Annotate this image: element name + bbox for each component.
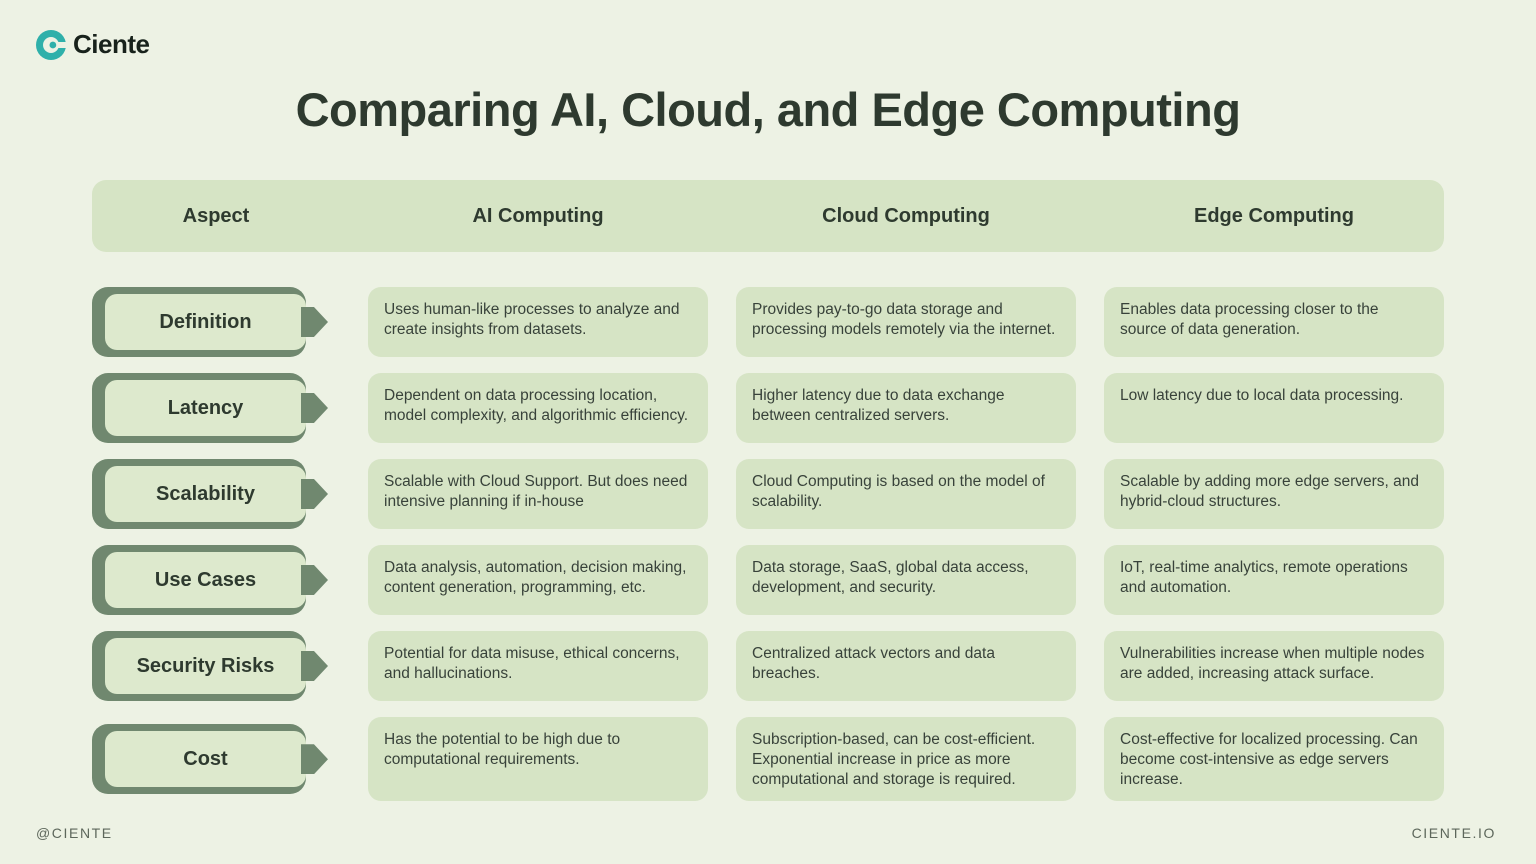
footer-handle: @CIENTE [36, 825, 113, 841]
arrow-right-icon [301, 565, 328, 595]
arrow-right-icon [301, 744, 328, 775]
cell-scalability-edge: Scalable by adding more edge servers, an… [1104, 459, 1444, 529]
table-row-latency: Latency Dependent on data processing loc… [92, 373, 1444, 443]
arrow-right-icon [301, 479, 328, 509]
column-header-ai-computing: AI Computing [472, 204, 604, 227]
ciente-logo-icon [36, 29, 66, 60]
column-header-aspect: Aspect [182, 204, 250, 227]
aspect-label: Security Risks [105, 638, 306, 694]
page-title: Comparing AI, Cloud, and Edge Computing [295, 83, 1241, 136]
aspect-label: Definition [105, 294, 306, 350]
table-row-definition: Definition Uses human-like processes to … [92, 287, 1444, 357]
table-row-security-risks: Security Risks Potential for data misuse… [92, 631, 1444, 701]
table-row-scalability: Scalability Scalable with Cloud Support.… [92, 459, 1444, 529]
cell-security-risks-ai: Potential for data misuse, ethical conce… [368, 631, 708, 701]
table-row-cost: Cost Has the potential to be high due to… [92, 717, 1444, 802]
table-header-row: Aspect AI Computing Cloud Computing Edge… [92, 180, 1444, 252]
arrow-right-icon [301, 393, 328, 423]
aspect-button-definition: Definition [92, 287, 328, 357]
cell-use-cases-edge: IoT, real-time analytics, remote operati… [1104, 545, 1444, 615]
cell-scalability-ai: Scalable with Cloud Support. But does ne… [368, 459, 708, 529]
aspect-button-cost: Cost [92, 724, 328, 795]
cell-latency-edge: Low latency due to local data processing… [1104, 373, 1444, 443]
cell-cost-ai: Has the potential to be high due to comp… [368, 717, 708, 802]
aspect-label: Use Cases [105, 552, 306, 608]
aspect-label: Scalability [105, 466, 306, 522]
brand-logo: Ciente [36, 29, 150, 60]
cell-security-risks-cloud: Centralized attack vectors and data brea… [736, 631, 1076, 701]
arrow-right-icon [301, 651, 328, 681]
column-header-cloud-computing: Cloud Computing [822, 204, 990, 227]
aspect-label: Cost [105, 731, 306, 788]
cell-use-cases-cloud: Data storage, SaaS, global data access, … [736, 545, 1076, 615]
cell-definition-ai: Uses human-like processes to analyze and… [368, 287, 708, 357]
column-header-edge-computing: Edge Computing [1194, 204, 1354, 227]
aspect-button-use-cases: Use Cases [92, 545, 328, 615]
cell-cost-cloud: Subscription-based, can be cost-efficien… [736, 717, 1076, 802]
cell-security-risks-edge: Vulnerabilities increase when multiple n… [1104, 631, 1444, 701]
cell-latency-ai: Dependent on data processing location, m… [368, 373, 708, 443]
arrow-right-icon [301, 307, 328, 337]
cell-definition-edge: Enables data processing closer to the so… [1104, 287, 1444, 357]
table-body: Definition Uses human-like processes to … [92, 287, 1444, 802]
cell-use-cases-ai: Data analysis, automation, decision maki… [368, 545, 708, 615]
cell-scalability-cloud: Cloud Computing is based on the model of… [736, 459, 1076, 529]
brand-name: Ciente [73, 29, 150, 59]
aspect-button-security-risks: Security Risks [92, 631, 328, 701]
table-row-use-cases: Use Cases Data analysis, automation, dec… [92, 545, 1444, 615]
comparison-table: Aspect AI Computing Cloud Computing Edge… [92, 180, 1444, 802]
aspect-button-latency: Latency [92, 373, 328, 443]
aspect-label: Latency [105, 380, 306, 436]
cell-latency-cloud: Higher latency due to data exchange betw… [736, 373, 1076, 443]
cell-definition-cloud: Provides pay-to-go data storage and proc… [736, 287, 1076, 357]
aspect-button-scalability: Scalability [92, 459, 328, 529]
cell-cost-edge: Cost-effective for localized processing.… [1104, 717, 1444, 802]
footer-website: CIENTE.IO [1411, 825, 1496, 841]
